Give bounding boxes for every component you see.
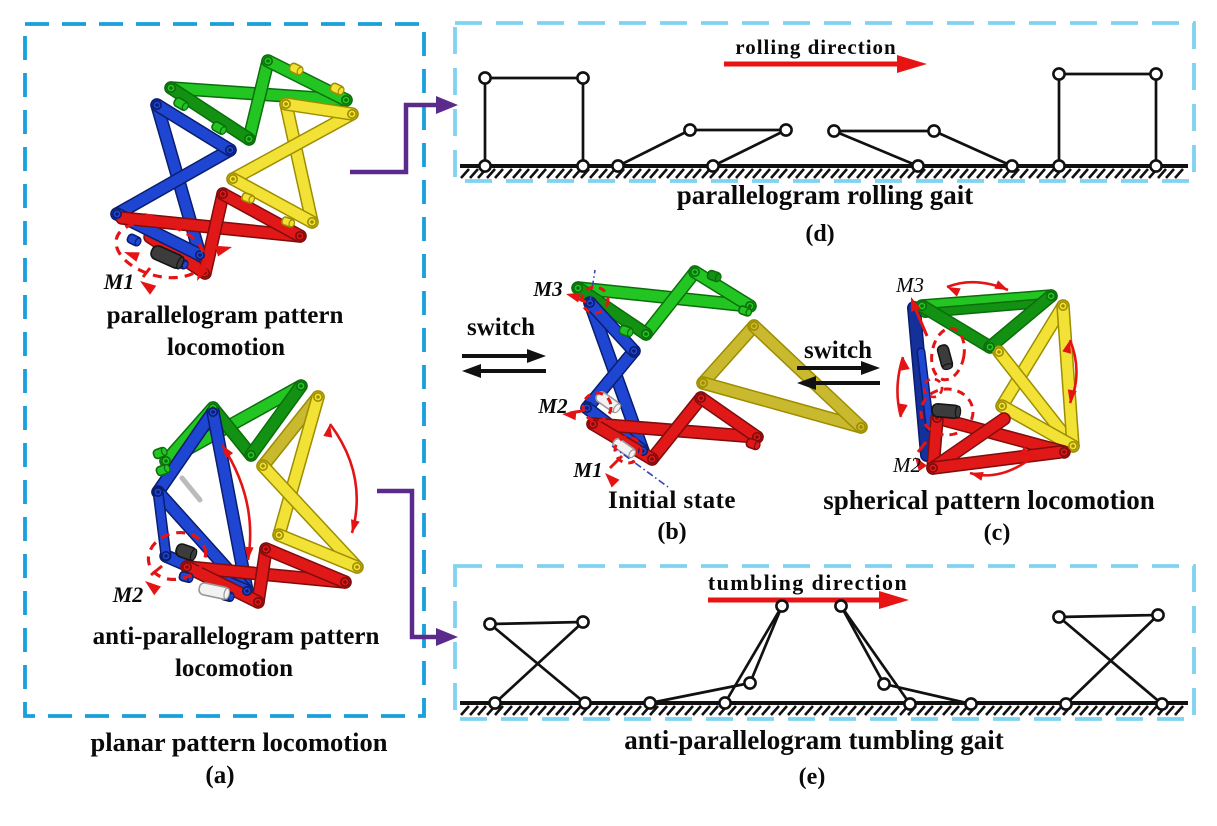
svg-text:locomotion: locomotion — [167, 334, 285, 361]
svg-text:spherical pattern locomotion: spherical pattern locomotion — [823, 485, 1154, 515]
svg-text:parallelogram pattern: parallelogram pattern — [107, 302, 344, 329]
svg-text:Initial state: Initial state — [608, 487, 736, 514]
svg-text:anti-parallelogram tumbling ga: anti-parallelogram tumbling gait — [624, 725, 1004, 755]
svg-text:planar pattern locomotion: planar pattern locomotion — [91, 727, 388, 757]
svg-text:parallelogram rolling gait: parallelogram rolling gait — [677, 180, 973, 210]
svg-text:(d): (d) — [805, 221, 834, 247]
svg-text:rolling direction: rolling direction — [735, 35, 896, 59]
svg-text:(b): (b) — [657, 519, 686, 545]
svg-text:(e): (e) — [799, 764, 826, 790]
svg-text:M3: M3 — [532, 277, 562, 301]
svg-text:M2: M2 — [537, 394, 568, 418]
svg-text:M2: M2 — [892, 453, 921, 477]
svg-text:M3: M3 — [895, 273, 924, 297]
svg-text:M1: M1 — [572, 458, 602, 482]
svg-text:switch: switch — [804, 337, 872, 364]
svg-text:tumbling direction: tumbling direction — [708, 570, 908, 595]
svg-text:(c): (c) — [984, 520, 1011, 546]
svg-text:M2: M2 — [112, 582, 144, 607]
svg-text:locomotion: locomotion — [175, 655, 293, 682]
svg-text:(a): (a) — [205, 762, 234, 789]
svg-text:switch: switch — [467, 314, 535, 341]
svg-text:anti-parallelogram pattern: anti-parallelogram pattern — [93, 623, 380, 650]
svg-text:M1: M1 — [103, 269, 135, 294]
